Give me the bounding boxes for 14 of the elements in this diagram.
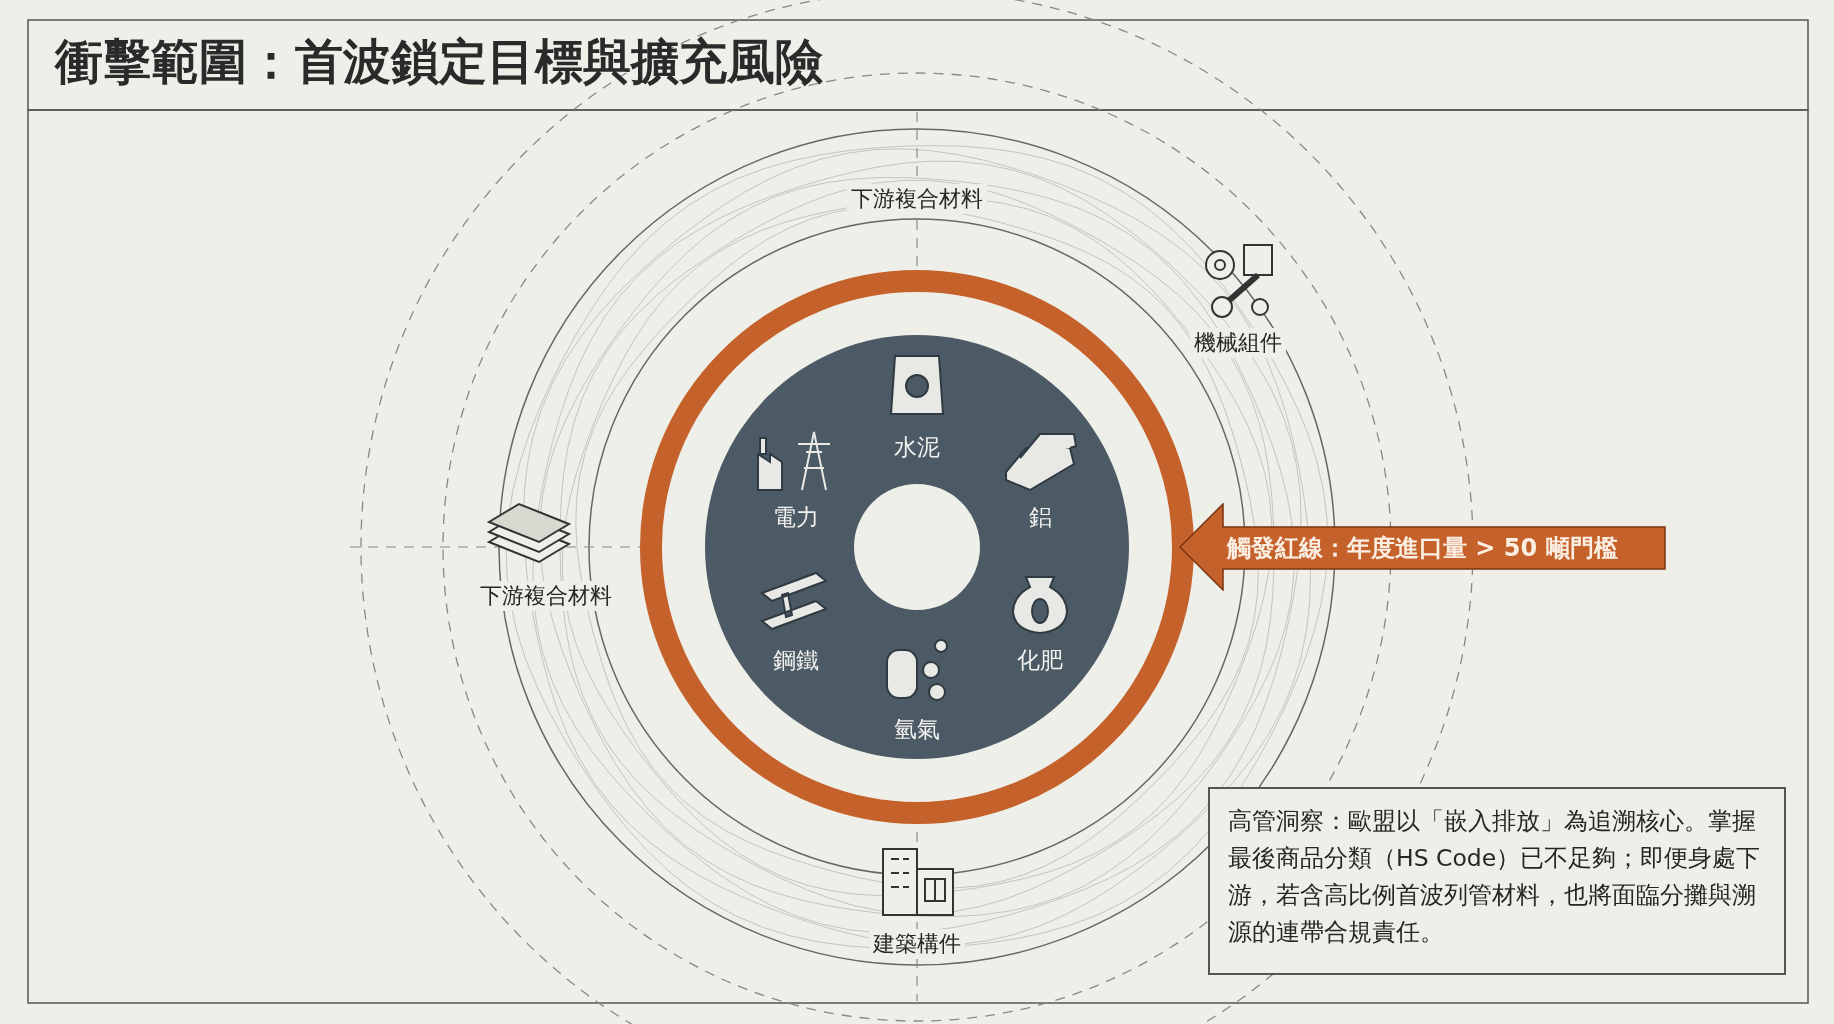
material-label: 鋼鐵 (773, 645, 819, 675)
material-label: 氫氣 (894, 714, 940, 744)
banner-text: 觸發紅線：年度進口量 > 50 噸門檻 (1227, 533, 1618, 563)
arrow-banner (1179, 503, 1666, 591)
ring-label: 下游複合材料 (847, 184, 987, 214)
ring-label: 機械組件 (1190, 328, 1286, 358)
material-label: 電力 (773, 502, 819, 532)
material-label: 鋁 (1028, 502, 1052, 532)
material-label: 化肥 (1017, 645, 1063, 675)
material-label: 水泥 (894, 432, 940, 462)
insight-text: 高管洞察：歐盟以「嵌入排放」為追溯核心。掌握最後商品分類（HS Code）已不足夠；即便身處下游，若含高比例首波列管材料，也將面臨分攤與溯源的連帶合規責任。 (1228, 806, 1762, 948)
title: 衝擊範圍：首波鎖定目標與擴充風險 (55, 32, 823, 91)
insight-box (1208, 787, 1786, 975)
ring-label: 建築構件 (869, 929, 965, 959)
